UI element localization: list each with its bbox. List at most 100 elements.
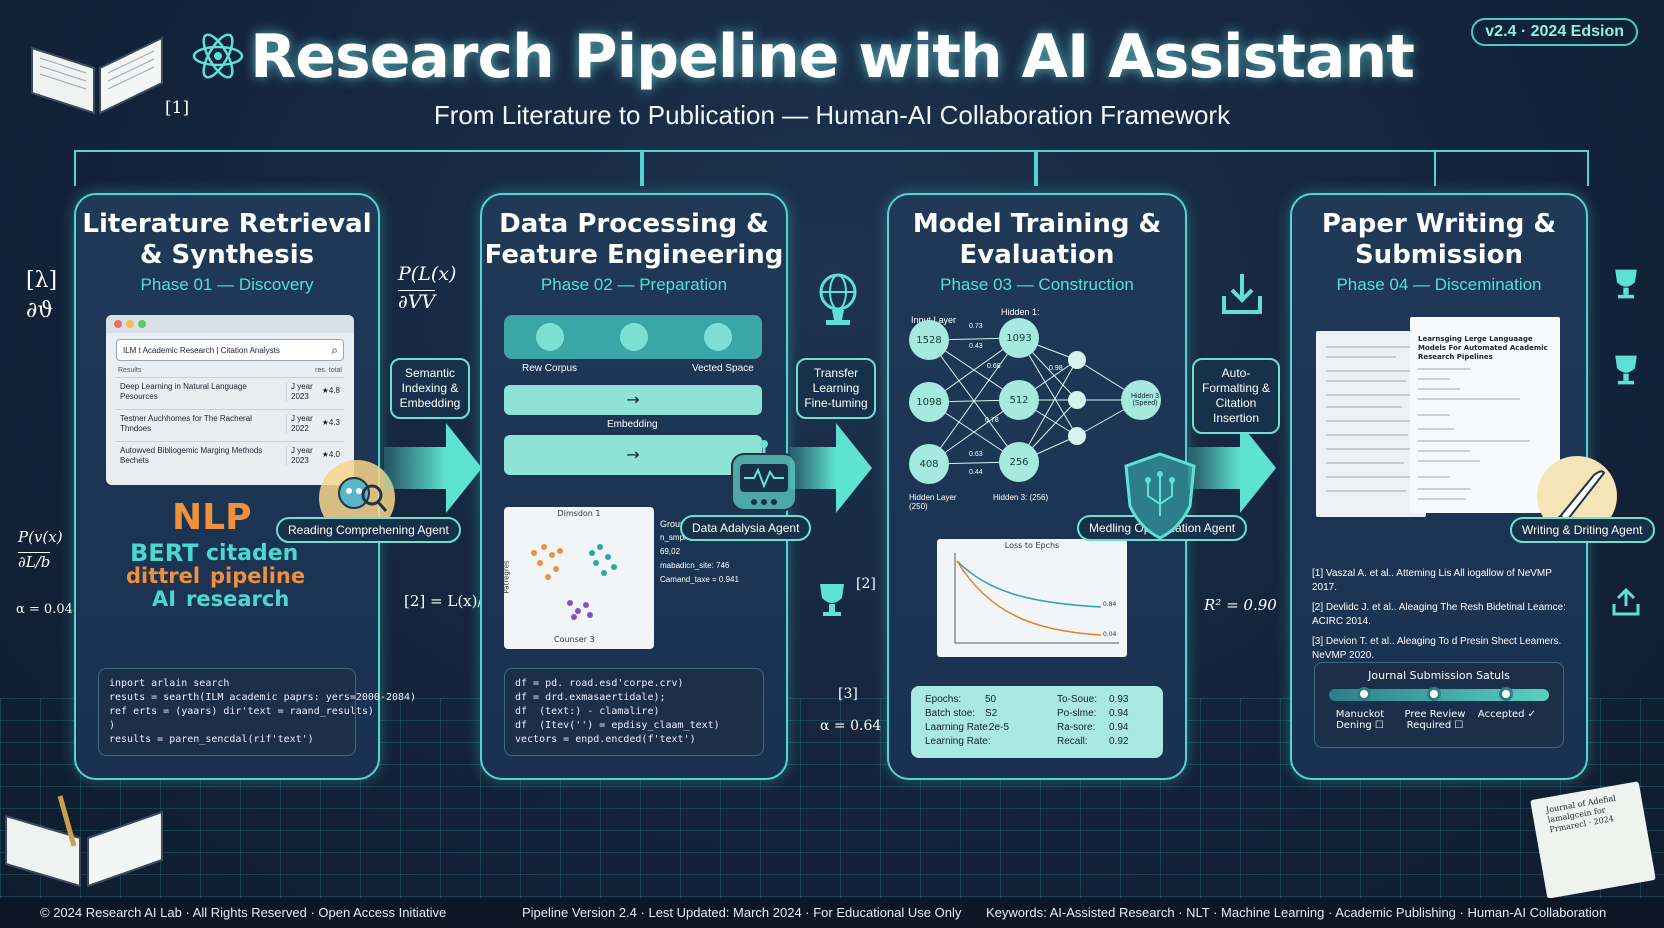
phase-4-title: Paper Writing & Submission (1321, 209, 1557, 270)
network-node: 256 (999, 442, 1039, 482)
group-line: mabadicn_site: 746 (660, 561, 730, 570)
word-cloud-citaden: citaden (206, 541, 299, 566)
status-step-dot (1499, 687, 1513, 701)
token-circle (536, 323, 564, 351)
metric-key: Batch stoe: (925, 708, 976, 719)
vector-space-label: Vected Space (692, 363, 754, 374)
loss-chart-title: Loss to Epchs (1004, 541, 1060, 550)
list-item[interactable]: Testner Auchhomes for The Racheral Thndo… (116, 409, 344, 437)
writing-agent-badge[interactable]: Writing & Driting Agent (1510, 517, 1655, 543)
flow-arrow-3 (1188, 423, 1276, 513)
window-titlebar (106, 315, 354, 333)
status-step-accepted[interactable]: Accepted ✓ (1477, 709, 1537, 720)
bubble-transfer-learning: Transfer Learning Fine-tuming (796, 358, 876, 419)
network-node: 512 (999, 380, 1039, 420)
connector-3 (1036, 150, 1436, 186)
citation-ref-1: [1] (165, 98, 190, 118)
list-item[interactable]: Autowved Bibliogemic Marging Methods Bec… (116, 441, 344, 469)
results-label: Results (118, 367, 142, 374)
scatter-bottom-label: Counser 3 (554, 635, 595, 644)
phase-card-2: Data Processing & Feature Engineering Ph… (480, 193, 812, 780)
status-title: Journal Submission Satuls (1368, 669, 1510, 682)
loss-chart: Loss to Epchs 0.84 0.04 (937, 539, 1127, 657)
paper-title: Autowved Bibliogemic Marging Methods Bec… (120, 446, 263, 465)
document-page-front: Learnsging Lerge Languaage Models For Au… (1410, 317, 1560, 513)
data-analysis-agent-badge[interactable]: Data Adalysia Agent (680, 515, 812, 541)
scatter-top-label: Dimsdon 1 (557, 509, 601, 518)
close-dot-icon[interactable] (114, 320, 122, 328)
bubble-auto-formatting: Auto-Formalting & Citation Insertion (1192, 358, 1280, 434)
metric-key: Learning Rate: (925, 736, 991, 747)
embedding-label: Embedding (607, 419, 658, 430)
loss-end-value: 0.04 (1103, 631, 1117, 638)
phase-4-subtitle: Phase 04 — Discemination (1336, 275, 1542, 294)
status-step-peer-review[interactable]: Pree Review Required ☐ (1404, 709, 1466, 731)
word-cloud-nlp: NLP (172, 497, 252, 538)
phase-3-title: Model Training & Evaluation (912, 209, 1162, 270)
metric-key: Recall: (1057, 736, 1088, 747)
transform-block-1: → (504, 385, 762, 415)
search-input[interactable]: ILM t Academic Research | Citation Analy… (116, 339, 344, 361)
metric-value: 2e-5 (989, 722, 1010, 733)
weight-label: 0.63 (969, 451, 983, 458)
connector-1 (74, 150, 642, 186)
paper-year: J year 2022 (286, 414, 322, 434)
journal-title: Journal of Adefial lamalgcein for Prmare… (1545, 793, 1617, 835)
code-snippet: df = pd. road.esd'corpe.crv) df = drd.ex… (504, 668, 764, 756)
results-total: res. total (315, 367, 342, 374)
group-line: 69,02 (660, 547, 681, 556)
list-item[interactable]: Deep Learning in Natural Language Pesour… (116, 377, 344, 405)
equation-p1-den: ∂VV (398, 290, 436, 313)
reading-agent-badge[interactable]: Reading Comprehening Agent (276, 517, 461, 543)
phase-card-1: Literature Retrieval & Synthesis Phase 0… (74, 193, 461, 780)
network-node: 1098 (909, 382, 949, 422)
raw-corpus-block (504, 315, 762, 359)
open-book-icon (31, 36, 163, 115)
weight-label: 0.73 (969, 323, 983, 330)
metric-value: 0.94 (1109, 722, 1129, 733)
reference-item: [1] Vaszal A. et al.. Atteming Lis All i… (1312, 568, 1552, 593)
upload-icon (1612, 587, 1640, 616)
hidden1-label: Hidden 1: (1001, 307, 1040, 317)
token-circle (704, 323, 732, 351)
flow-arrow-1 (384, 423, 482, 513)
phase-1-title: Literature Retrieval & Synthesis (82, 209, 372, 270)
phase-card-4: Paper Writing & Submission Phase 04 — Di… (1290, 193, 1655, 780)
trophy-icon (1615, 269, 1637, 299)
status-step-manuscript[interactable]: Manuckot Dening ☐ (1335, 709, 1385, 731)
equation-left-num: P(v(x) (18, 528, 63, 546)
weight-label: 0.44 (969, 469, 983, 476)
robot-monitor-icon (731, 440, 797, 511)
training-metrics-panel: Epochs: 50 Batch stoe: S2 Laarning Rate:… (911, 686, 1163, 758)
footer-keywords: Keywords: AI-Assisted Research · NLT · M… (986, 905, 1607, 920)
metric-key: Ra-sore: (1057, 722, 1096, 733)
equation-bracket: [λ] (26, 268, 58, 293)
weight-label: 0.98 (1049, 365, 1063, 372)
paper-title: Deep Learning in Natural Language Pesour… (120, 382, 247, 401)
reference-item: [3] Devion T. et al.. Aleaging To d Pres… (1312, 636, 1562, 661)
bubble-semantic-indexing: Semantic Indexing & Embedding (390, 358, 470, 419)
footer: © 2024 Research AI Lab · All Rights Rese… (0, 898, 1664, 928)
paper-title: Testner Auchhomes for The Racheral Thndo… (120, 414, 252, 433)
word-cloud-pipeline: pipeline (210, 564, 306, 588)
output-node-label: Hidden 3 (Speed) (1130, 393, 1160, 407)
equation-partial: ∂ϑ (26, 298, 54, 323)
metric-value: 0.93 (1109, 694, 1129, 705)
search-icon[interactable]: ⌕ (331, 343, 338, 357)
phase-card-3: Model Training & Evaluation Phase 03 — C… (887, 193, 1248, 780)
version-badge: v2.4 · 2024 Edsion (1471, 18, 1638, 46)
maximize-dot-icon[interactable] (138, 320, 146, 328)
alpha-mid: α = 0.64 (820, 718, 882, 734)
minimize-dot-icon[interactable] (126, 320, 134, 328)
document-lines (1418, 368, 1530, 500)
group-line: n_smplee: (660, 533, 697, 542)
metric-value: S2 (985, 708, 998, 719)
trophy-icon (820, 584, 844, 616)
weight-label: 0.68 (987, 363, 1001, 370)
weight-label: 0.78 (985, 417, 999, 424)
equation-left-den: ∂L/b (18, 552, 51, 571)
phase-1-subtitle: Phase 01 — Discovery (140, 275, 314, 294)
paper-score: ★4.0 (321, 450, 340, 459)
network-node: 408 (909, 444, 949, 484)
trophy-icon (1615, 355, 1637, 385)
